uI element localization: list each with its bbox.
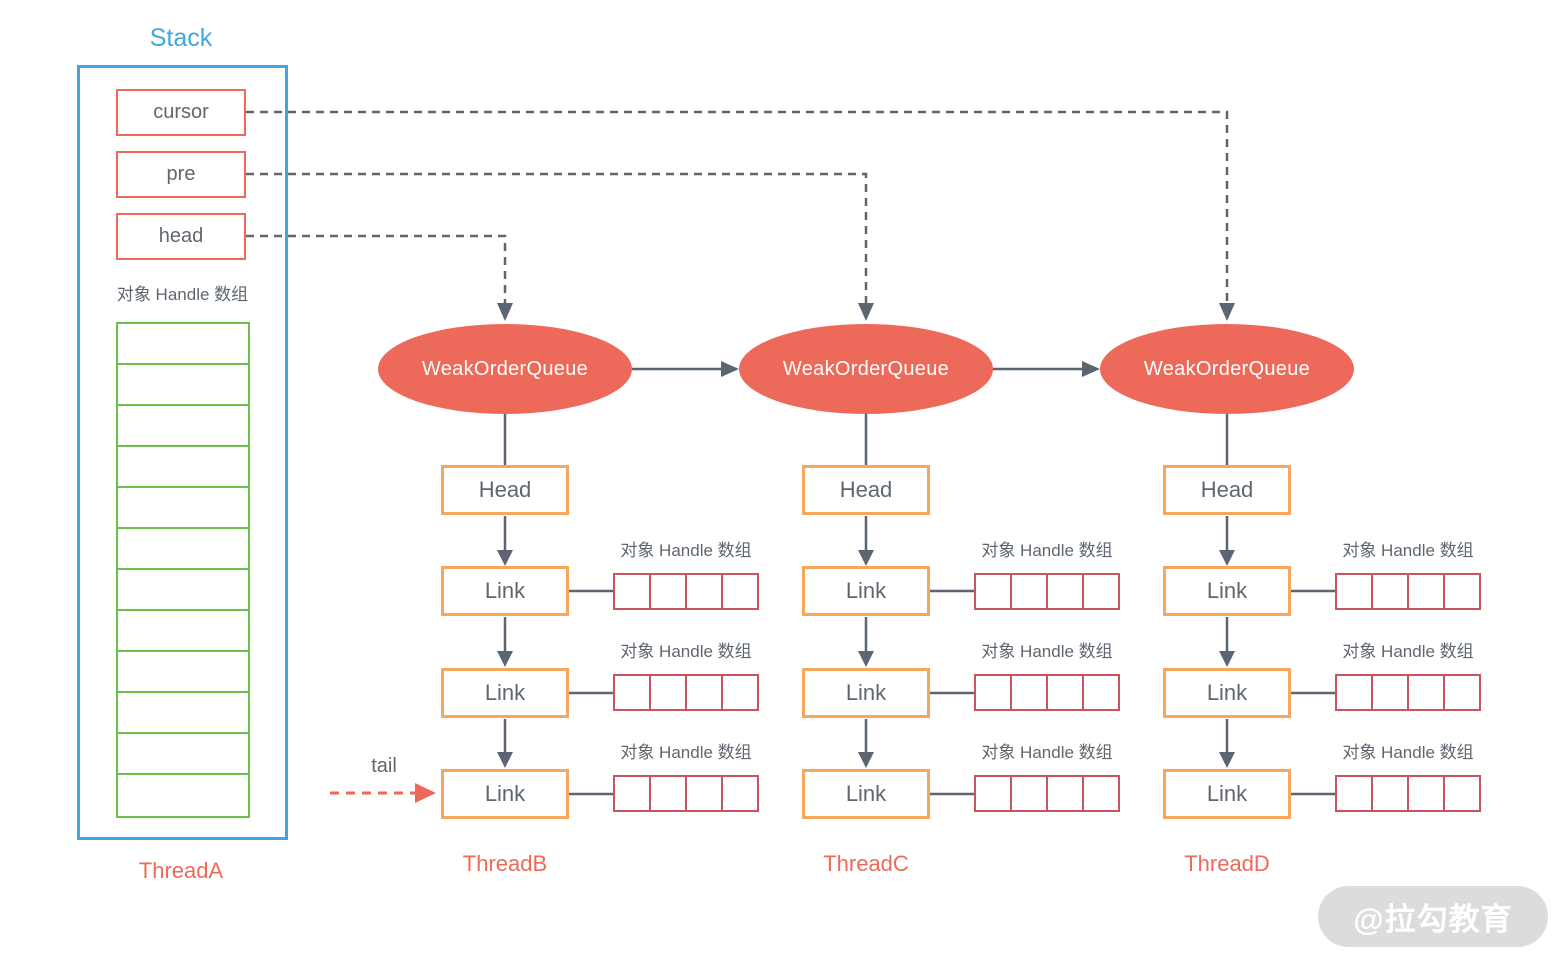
array-cell: [1371, 676, 1407, 709]
handle-array: [1335, 775, 1481, 812]
handle-array-label: 对象 Handle 数组: [1342, 541, 1474, 560]
handle-array-label: 对象 Handle 数组: [620, 743, 752, 762]
handle-array: [613, 573, 759, 610]
handle-array: [613, 674, 759, 711]
array-cell: [976, 575, 1010, 608]
array-cell: [615, 676, 649, 709]
link-box: Link: [441, 668, 569, 718]
array-cell: [649, 575, 685, 608]
array-cell: [1371, 777, 1407, 810]
head-box: Head: [1163, 465, 1291, 515]
weak-order-queue-label: WeakOrderQueue: [782, 357, 950, 380]
handle-array-label: 对象 Handle 数组: [620, 642, 752, 661]
stack-array-cell: [118, 775, 248, 816]
array-cell: [1010, 777, 1046, 810]
array-cell: [721, 676, 757, 709]
stack-array-cell: [118, 447, 248, 488]
thread-a-label: ThreadA: [138, 858, 224, 883]
stack-handle-array: [116, 322, 250, 818]
handle-array: [974, 775, 1120, 812]
array-cell: [1082, 777, 1118, 810]
handle-array: [1335, 674, 1481, 711]
link-box: Link: [802, 566, 930, 616]
weak-order-queue-ellipse: WeakOrderQueue: [739, 324, 993, 414]
link-box: Link: [1163, 769, 1291, 819]
link-box: Link: [441, 769, 569, 819]
array-cell: [1443, 575, 1479, 608]
stack-title: Stack: [149, 24, 213, 52]
array-cell: [1082, 575, 1118, 608]
array-cell: [1443, 676, 1479, 709]
stack-array-cell: [118, 611, 248, 652]
pointer-box-head: head: [116, 213, 246, 260]
array-cell: [1371, 575, 1407, 608]
pointer-box-cursor: cursor: [116, 89, 246, 136]
stack-array-cell: [118, 570, 248, 611]
array-cell: [1046, 777, 1082, 810]
array-cell: [615, 777, 649, 810]
array-cell: [721, 575, 757, 608]
weak-order-queue-label: WeakOrderQueue: [1143, 357, 1311, 380]
stack-array-cell: [118, 324, 248, 365]
handle-array-label: 对象 Handle 数组: [620, 541, 752, 560]
tail-arrow: [330, 783, 436, 803]
array-cell: [685, 575, 721, 608]
link-box: Link: [441, 566, 569, 616]
stack-array-cell: [118, 652, 248, 693]
pointer-box-pre: pre: [116, 151, 246, 198]
link-box: Link: [802, 668, 930, 718]
handle-array: [974, 674, 1120, 711]
link-box: Link: [1163, 668, 1291, 718]
array-cell: [1082, 676, 1118, 709]
weak-order-queue-ellipse: WeakOrderQueue: [1100, 324, 1354, 414]
stack-container: cursor pre head 对象 Handle 数组: [77, 65, 288, 840]
stack-array-cell: [118, 529, 248, 570]
head-box: Head: [802, 465, 930, 515]
array-cell: [649, 777, 685, 810]
weak-order-queue-ellipse: WeakOrderQueue: [378, 324, 632, 414]
handle-array: [1335, 573, 1481, 610]
watermark-badge: @拉勾教育: [1318, 886, 1548, 947]
array-cell: [1010, 676, 1046, 709]
array-cell: [649, 676, 685, 709]
array-cell: [1407, 676, 1443, 709]
stack-array-cell: [118, 488, 248, 529]
stack-handle-array-label: 对象 Handle 数组: [116, 285, 249, 304]
stack-array-cell: [118, 365, 248, 406]
stack-array-cell: [118, 693, 248, 734]
array-cell: [1046, 575, 1082, 608]
head-box: Head: [441, 465, 569, 515]
stack-array-cell: [118, 406, 248, 447]
thread-c-label: ThreadC: [823, 851, 909, 876]
handle-array: [613, 775, 759, 812]
thread-d-label: ThreadD: [1184, 851, 1270, 876]
array-cell: [615, 575, 649, 608]
handle-array-label: 对象 Handle 数组: [1342, 642, 1474, 661]
array-cell: [1443, 777, 1479, 810]
link-box: Link: [802, 769, 930, 819]
array-cell: [685, 676, 721, 709]
handle-array: [974, 573, 1120, 610]
tail-label: tail: [371, 755, 397, 777]
pointer-dashed-lines: [246, 110, 1229, 303]
array-cell: [1046, 676, 1082, 709]
array-cell: [1407, 575, 1443, 608]
link-box: Link: [1163, 566, 1291, 616]
thread-b-label: ThreadB: [462, 851, 548, 876]
handle-array-label: 对象 Handle 数组: [981, 743, 1113, 762]
array-cell: [976, 777, 1010, 810]
array-cell: [685, 777, 721, 810]
array-cell: [721, 777, 757, 810]
handle-array-label: 对象 Handle 数组: [981, 541, 1113, 560]
array-cell: [1337, 777, 1371, 810]
array-cell: [976, 676, 1010, 709]
stack-array-cell: [118, 734, 248, 775]
array-cell: [1337, 676, 1371, 709]
array-cell: [1407, 777, 1443, 810]
handle-array-label: 对象 Handle 数组: [981, 642, 1113, 661]
array-cell: [1337, 575, 1371, 608]
array-cell: [1010, 575, 1046, 608]
handle-array-label: 对象 Handle 数组: [1342, 743, 1474, 762]
weak-order-queue-label: WeakOrderQueue: [421, 357, 589, 380]
